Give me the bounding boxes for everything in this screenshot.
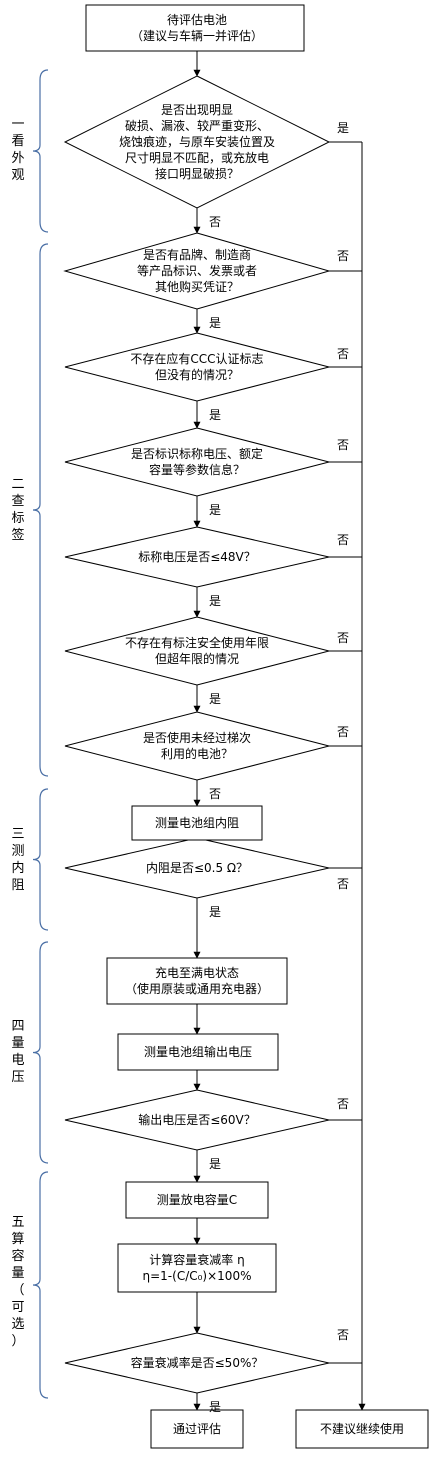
branch-label-down: 是	[209, 1400, 221, 1414]
decision-text-line: 不存在有标注安全使用年限	[125, 635, 269, 650]
branch-label-right: 否	[337, 347, 349, 361]
end-fail-text: 不建议继续使用	[320, 1421, 404, 1436]
section-label-char: 内	[11, 860, 24, 876]
section-label-char: ）	[11, 1334, 24, 1349]
process-box	[106, 957, 288, 1005]
decision-diamond	[64, 616, 330, 686]
process-text-line: 测量电池组内阻	[155, 816, 239, 830]
section-brace	[32, 788, 49, 931]
section-label-char: 阻	[11, 878, 24, 893]
decision-text-line: 接口明显破损？	[155, 166, 239, 181]
process-box	[125, 1181, 269, 1219]
section-label-char: 签	[11, 527, 24, 543]
process-text-line: 测量电池组输出电压	[144, 1044, 252, 1059]
process-box	[131, 805, 263, 841]
start-text-line: 待评估电池	[167, 13, 227, 27]
section-label-char: 五	[11, 1215, 24, 1230]
branch-label-down: 是	[209, 316, 221, 330]
process-text-line: η=1-(C/C₀)×100%	[143, 1269, 252, 1283]
end-pass-text: 通过评估	[173, 1422, 221, 1436]
process-box	[117, 1033, 279, 1071]
process-text-line: （使用原装或通用充电器）	[125, 981, 269, 996]
section-label-char: 量	[11, 1266, 24, 1281]
section-label-char: 查	[11, 494, 24, 509]
process-text-line: 计算容量衰减率 η	[149, 1252, 244, 1267]
section-label-char: 一	[11, 117, 24, 132]
decision-text-line: 等产品标识、发票或者	[137, 263, 257, 278]
section-label-char: 可	[11, 1300, 24, 1315]
process-text-line: 测量放电容量C	[157, 1192, 237, 1207]
section-label-char: 三	[11, 827, 24, 842]
branch-label-down: 是	[209, 692, 221, 706]
section-label-char: 四	[11, 1019, 24, 1034]
branch-label-down: 是	[209, 905, 221, 919]
decision-text-line: 破损、漏液、较严重变形、	[125, 118, 269, 133]
decision-text-line: 内阻是否≤0.5 Ω？	[146, 861, 248, 875]
decision-text-line: 容量等参数信息？	[149, 462, 245, 477]
decision-diamond	[64, 526, 330, 588]
section-label-char: 看	[11, 133, 24, 149]
process-text-line: 充电至满电状态	[155, 965, 239, 980]
section-brace	[32, 243, 49, 777]
branch-label-right: 否	[337, 725, 349, 739]
start-box	[85, 4, 305, 52]
branch-label-right: 否	[337, 533, 349, 547]
branch-label-down: 是	[209, 503, 221, 517]
branch-label-right: 否	[337, 438, 349, 452]
decision-text-line: 是否有品牌、制造商	[143, 247, 251, 262]
section-label-char: 观	[11, 168, 24, 183]
decision-text-line: 是否标识标称电压、额定	[131, 446, 263, 461]
decision-text-line: 但超年限的情况	[155, 651, 239, 666]
decision-text-line: 烧蚀痕迹，与原车安装位置及	[119, 134, 275, 149]
section-brace	[32, 941, 49, 1164]
section-label-char: 外	[11, 151, 24, 166]
section-label-char: （	[11, 1283, 24, 1298]
branch-label-right: 否	[337, 1328, 349, 1342]
branch-label-down: 是	[209, 408, 221, 422]
decision-text-line: 不存在应有CCC认证标志	[130, 351, 263, 366]
section-label-char: 标	[11, 511, 24, 526]
branch-label-right: 否	[337, 631, 349, 645]
branch-label-down: 是	[209, 594, 221, 608]
branch-label-down: 否	[209, 787, 221, 801]
decision-diamond	[64, 1332, 330, 1394]
branch-label-right: 否	[337, 1097, 349, 1111]
decision-text-line: 其他购买凭证？	[155, 279, 239, 294]
decision-diamond	[64, 427, 330, 497]
decision-diamond	[64, 1089, 330, 1151]
decision-diamond	[64, 332, 330, 402]
branch-label-down: 否	[209, 215, 221, 229]
end-box-pass	[150, 1409, 244, 1449]
section-label-char: 量	[11, 1036, 24, 1051]
decision-text-line: 但没有的情况？	[155, 367, 239, 382]
branch-label-down: 是	[209, 1157, 221, 1171]
decision-text-line: 是否使用未经过梯次	[143, 730, 251, 745]
decision-text-line: 容量衰减率是否≤50%？	[131, 1355, 264, 1370]
decision-text-line: 输出电压是否≤60V？	[138, 1112, 256, 1127]
section-label-char: 选	[11, 1317, 24, 1332]
branch-label-right: 否	[337, 249, 349, 263]
branch-label-right: 是	[337, 121, 349, 135]
section-label-char: 算	[11, 1232, 24, 1247]
process-box	[117, 1243, 277, 1293]
section-label-char: 电	[11, 1053, 24, 1068]
end-box-fail	[295, 1409, 429, 1449]
section-label-char: 二	[11, 477, 24, 492]
branch-label-right: 否	[337, 877, 349, 891]
section-brace	[32, 69, 49, 233]
decision-diamond	[63, 75, 331, 209]
section-label-char: 容	[11, 1248, 24, 1264]
decision-text-line: 利用的电池？	[161, 746, 233, 761]
decision-diamond	[64, 837, 330, 899]
decision-text-line: 是否出现明显	[161, 103, 233, 117]
decision-text-line: 尺寸明显不匹配，或充放电	[125, 150, 269, 165]
section-brace	[32, 1171, 49, 1399]
decision-text-line: 标称电压是否≤48V？	[138, 550, 256, 564]
decision-diamond	[64, 711, 330, 781]
section-label-char: 压	[11, 1070, 24, 1085]
start-text-line: （建议与车辆一并评估）	[131, 28, 263, 43]
section-label-char: 测	[11, 844, 24, 859]
decision-diamond	[63, 232, 331, 310]
